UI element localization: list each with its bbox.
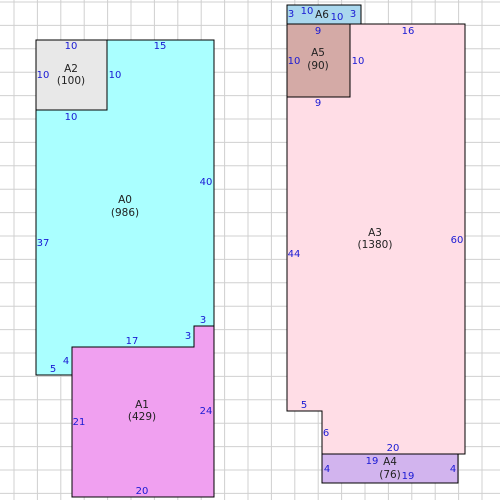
dim-a3-top: 16 [402, 26, 415, 37]
dim-a5-top: 9 [315, 26, 321, 37]
dim-a4-left: 4 [324, 464, 330, 475]
area-a3-size: (1380) [358, 239, 393, 251]
area-a0-size: (986) [111, 207, 139, 219]
area-a1-size: (429) [128, 411, 156, 423]
dim-a0-left: 37 [37, 238, 50, 249]
dim-a3-right: 60 [451, 235, 464, 246]
area-a6 [286, 4, 362, 25]
area-a3-name: A3 [368, 227, 382, 239]
dim-a4-bottom: 19 [402, 471, 415, 482]
dim-a0-notch-left: 5 [50, 364, 56, 375]
area-a5-size: (90) [307, 60, 329, 72]
dim-a5-right: 10 [352, 56, 365, 67]
area-a5 [286, 23, 351, 98]
area-a4 [321, 453, 459, 484]
area-a4-name: A4 [383, 456, 397, 468]
area-a2-name: A2 [64, 63, 78, 75]
dim-a2-right: 10 [109, 70, 122, 81]
dim-a1-bottom: 20 [136, 486, 149, 497]
dim-a3-step-bottom: 5 [301, 400, 307, 411]
dim-a6-top: 10 [301, 6, 314, 17]
area-a2-size: (100) [57, 75, 85, 87]
dim-a4-right: 4 [450, 464, 456, 475]
dim-a3-step-side: 6 [323, 428, 329, 439]
dim-a3-left: 44 [288, 249, 301, 260]
area-a1-name: A1 [135, 399, 149, 411]
dim-a5-bottom: 9 [315, 98, 321, 109]
dim-a6-right-a: 10 [331, 12, 344, 23]
dim-a0-step-side: 3 [185, 331, 191, 342]
dim-a4-top: 19 [366, 456, 379, 467]
area-a5-name: A5 [311, 47, 325, 59]
dim-a2-bottom: 10 [65, 112, 78, 123]
dim-a0-top: 15 [154, 41, 167, 52]
dim-a0-right: 40 [200, 177, 213, 188]
dim-a6-left: 3 [288, 9, 294, 20]
area-a1 [71, 325, 215, 498]
dim-a1-left: 21 [73, 417, 86, 428]
dim-a0-step-top: 3 [200, 315, 206, 326]
area-a2 [35, 39, 108, 111]
dim-a2-left: 10 [37, 70, 50, 81]
area-a0-name: A0 [118, 194, 132, 206]
dim-a5-left: 10 [288, 56, 301, 67]
dim-a0-notch-down: 4 [63, 356, 69, 367]
dim-a6-right-b: 3 [350, 9, 356, 20]
dim-a1-right: 24 [200, 406, 213, 417]
area-a4-size: (76) [379, 469, 401, 481]
dim-a0-bottom: 17 [126, 336, 139, 347]
dim-a2-top: 10 [65, 41, 78, 52]
dim-a3-bottom: 20 [387, 443, 400, 454]
area-a6-name: A6 [315, 9, 329, 21]
